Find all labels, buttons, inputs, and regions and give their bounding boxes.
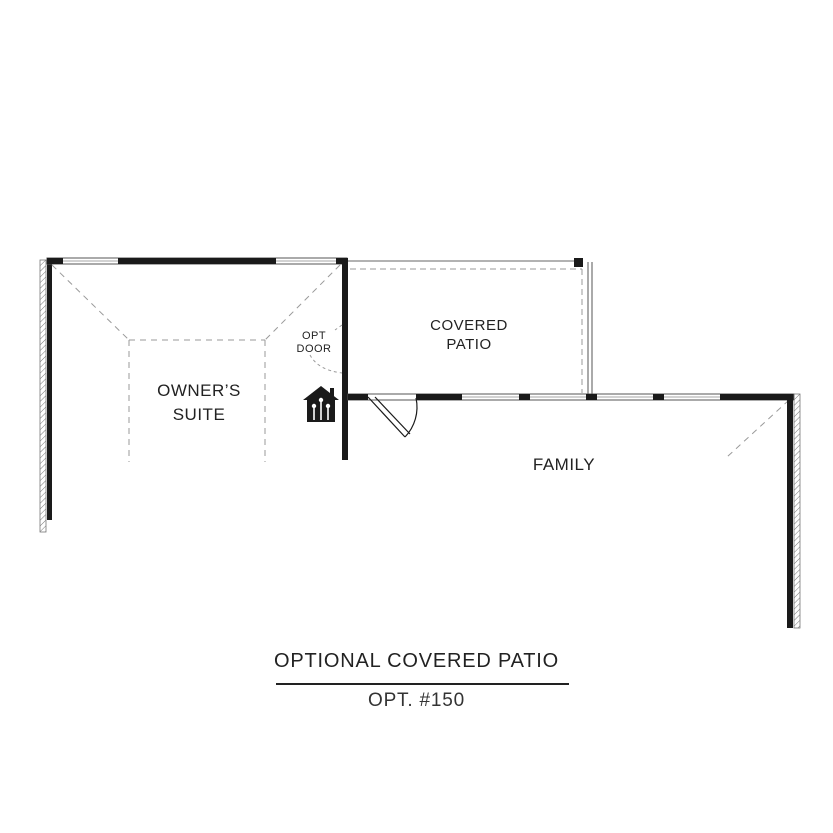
family-corner-dashed xyxy=(726,399,790,458)
right-exterior-wall xyxy=(787,393,801,629)
covered-patio-label-line-1: COVERED xyxy=(430,317,508,334)
owners-suite-label: OWNER’S SUITE xyxy=(157,381,241,424)
caption-title: OPTIONAL COVERED PATIO xyxy=(273,650,560,672)
patio-swing-door xyxy=(367,396,418,438)
opt-door-label-line-1: OPT xyxy=(302,330,326,342)
opt-door-label-line-2: DOOR xyxy=(297,343,332,355)
smart-home-icon xyxy=(303,386,339,422)
owners-suite-tray-ceiling xyxy=(51,264,341,462)
family-top-wall xyxy=(347,393,795,401)
caption-divider xyxy=(276,683,569,685)
covered-patio-outline xyxy=(350,268,583,393)
left-exterior-wall xyxy=(39,259,52,533)
owners-suite-label-line-2: SUITE xyxy=(173,405,226,424)
covered-patio-label-line-2: PATIO xyxy=(446,336,491,353)
family-label: FAMILY xyxy=(533,455,595,474)
owners-suite-label-line-1: OWNER’S xyxy=(157,381,241,400)
caption-subtitle: OPT. #150 xyxy=(368,690,465,711)
suite-patio-divider-wall xyxy=(342,258,348,460)
covered-patio-label: COVERED PATIO xyxy=(430,317,508,353)
opt-door-label: OPT DOOR xyxy=(297,330,332,355)
covered-patio-edges xyxy=(348,258,593,396)
owners-suite-top-wall xyxy=(46,257,348,265)
opt-door-swing xyxy=(309,324,343,374)
